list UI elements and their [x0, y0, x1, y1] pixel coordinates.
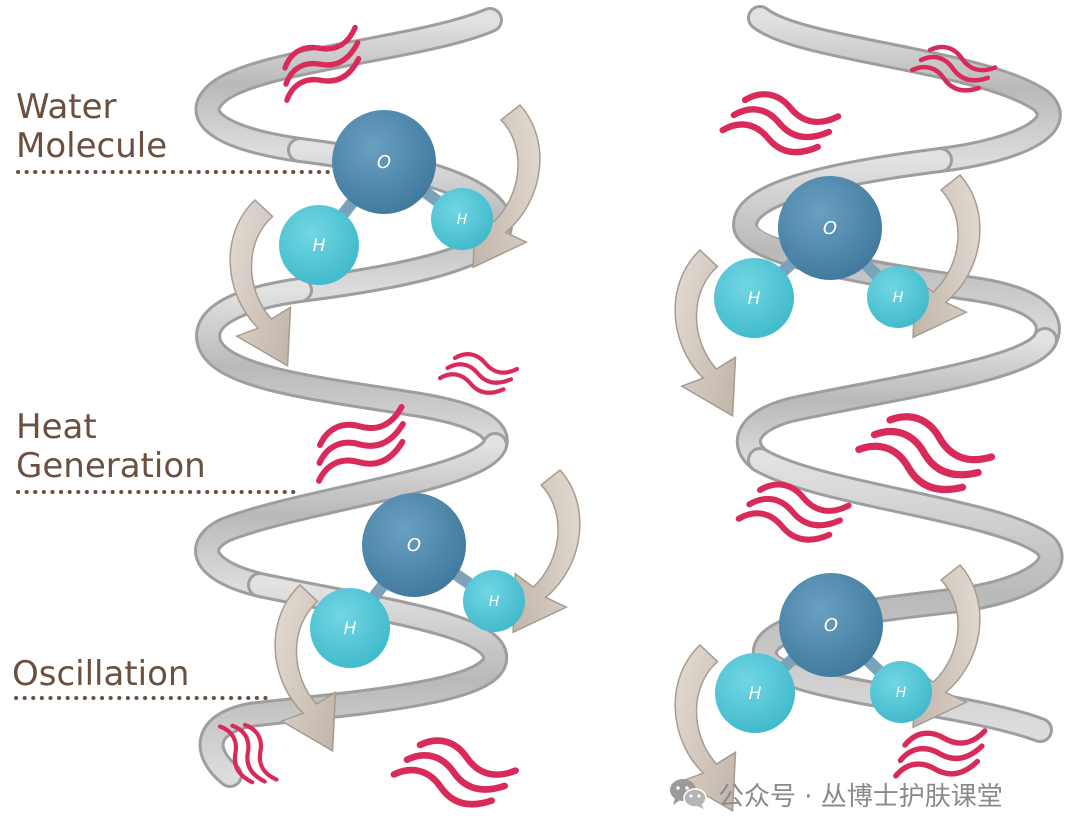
label-line: Molecule [16, 126, 168, 166]
water-molecule: O H H [310, 493, 525, 668]
label-line: Oscillation [12, 654, 190, 694]
hydrogen-atom [463, 570, 525, 632]
oxygen-label: O [377, 152, 391, 173]
label-line: Heat [16, 407, 97, 447]
leader-lines [14, 170, 334, 700]
hydrogen-label: H [893, 290, 904, 306]
label-water-molecule: Water Molecule [16, 88, 167, 166]
label-line: Generation [16, 446, 206, 486]
oxygen-label: O [407, 535, 421, 556]
oxygen-atom [332, 110, 436, 214]
hydrogen-label: H [748, 289, 761, 309]
hydrogen-atom [714, 258, 794, 338]
watermark-text: 公众号 · 丛博士护肤课堂 [718, 781, 1003, 812]
hydrogen-atom [867, 266, 929, 328]
hydrogen-label: H [489, 594, 500, 610]
oxygen-atom [778, 176, 882, 280]
hydrogen-atom [310, 588, 390, 668]
oxygen-label: O [824, 615, 838, 636]
label-line: Water [16, 87, 117, 127]
label-oscillation: Oscillation [12, 655, 189, 694]
hydrogen-label: H [313, 236, 326, 256]
hydrogen-label: H [344, 619, 357, 639]
oxygen-label: O [823, 218, 837, 239]
heat-wave-icon [721, 88, 840, 159]
hydrogen-atom [715, 653, 795, 733]
hydrogen-label: H [749, 684, 762, 704]
hydrogen-atom [279, 205, 359, 285]
heat-wave-icon [268, 20, 373, 107]
water-molecule: O H H [714, 176, 929, 338]
hydrogen-atom [431, 188, 493, 250]
heat-wave-icon [391, 731, 518, 814]
hydrogen-atom [870, 661, 932, 723]
hydrogen-label: H [896, 685, 907, 701]
watermark: 公众号 · 丛博士护肤课堂 [668, 774, 1003, 814]
water-molecule: O H H [715, 573, 932, 733]
label-heat-generation: Heat Generation [16, 408, 206, 486]
heat-wave-icon [439, 350, 518, 397]
hydrogen-label: H [457, 212, 468, 228]
water-molecule: O H H [279, 110, 493, 285]
oxygen-atom [362, 493, 466, 597]
wechat-icon [670, 779, 707, 809]
oxygen-atom [779, 573, 883, 677]
